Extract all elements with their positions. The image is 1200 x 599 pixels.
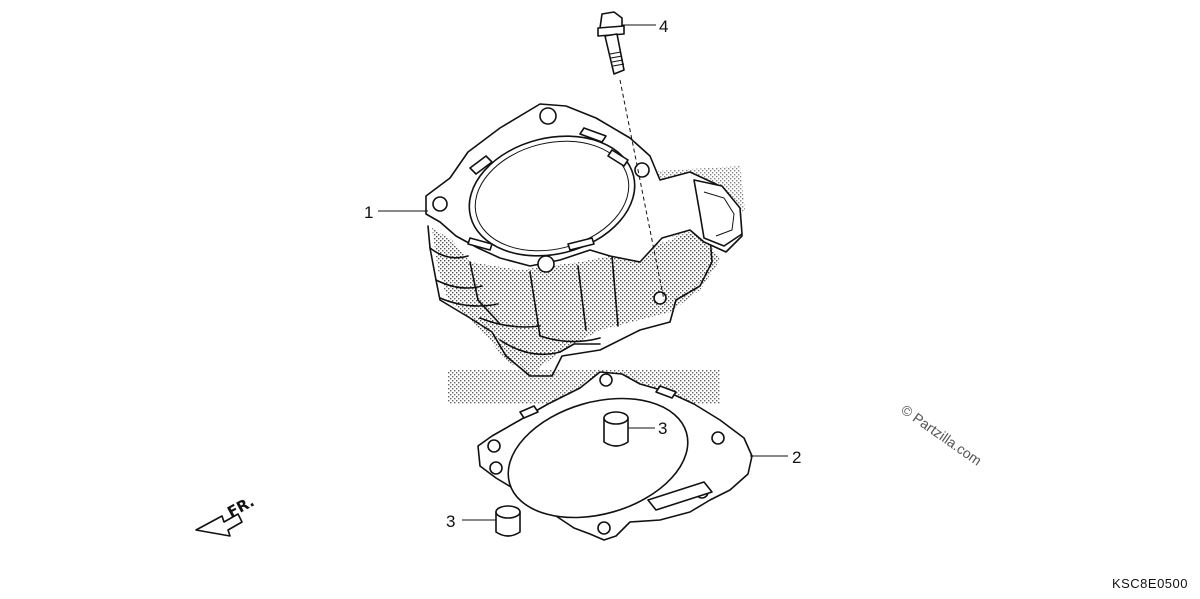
cylinder-part-1[interactable]: [425, 103, 743, 377]
diagram-code: KSC8E0500: [1111, 576, 1188, 591]
callout-2: 2: [792, 448, 801, 467]
front-marker-label: FR.: [224, 492, 257, 521]
dowel-pin-part-3-upper[interactable]: [603, 411, 629, 447]
bolt-part-4[interactable]: [597, 11, 665, 301]
leader-lines: [378, 24, 788, 521]
front-direction-arrow-icon: [195, 513, 243, 537]
callout-3-upper: 3: [658, 419, 667, 438]
callout-4: 4: [659, 17, 668, 36]
dowel-pin-part-3-lower[interactable]: [495, 505, 521, 537]
callout-3-lower: 3: [446, 512, 455, 531]
watermark-text: © Partzilla.com: [898, 401, 984, 468]
callout-1: 1: [364, 203, 373, 222]
